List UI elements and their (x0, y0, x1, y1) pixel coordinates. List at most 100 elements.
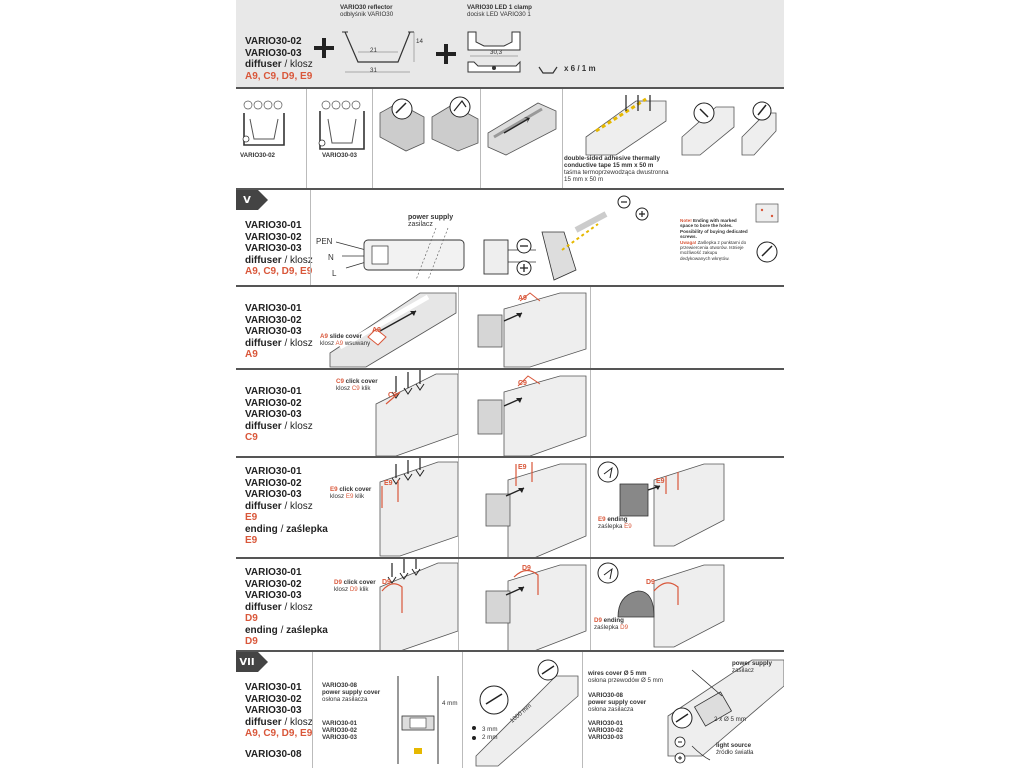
reflector-drawing (342, 31, 415, 73)
ps-caption: power supply zasilacz (408, 214, 453, 228)
ps-cover-title: power supply cover (322, 689, 381, 696)
e9-caption: E9 click cover klosz E9 klik (330, 486, 371, 500)
zaslepka-text: zaślepka (286, 523, 328, 535)
divider (458, 287, 459, 368)
divider (458, 370, 459, 456)
divider (562, 89, 563, 188)
c9-label: VARIO30-01 VARIO30-02 VARIO30-03 diffuse… (245, 386, 313, 443)
label-line: VARIO30-03 (245, 409, 302, 420)
divider (590, 287, 591, 368)
cover-code: C9 (336, 378, 344, 385)
dim-31: 31 (370, 67, 377, 74)
e9-tag: E9 (518, 464, 527, 471)
tape-title-line1: double-sided adhesive thermally (564, 155, 660, 162)
klosz-text: klosz (290, 254, 313, 266)
light-caption: light source źródło światła (716, 742, 754, 756)
tape-title-line2: conductive tape 15 mm x 50 m (564, 162, 654, 169)
divider (312, 652, 313, 768)
light-pl: źródło światła (716, 749, 754, 756)
row-d9: VARIO30-01 VARIO30-02 VARIO30-03 diffuse… (236, 559, 784, 652)
tape-step-3 (487, 102, 557, 156)
zaslepka-text: zaślepka (286, 624, 328, 636)
ps-cover-code: VARIO30-08 (322, 682, 357, 689)
c9-end-drawing (477, 375, 587, 456)
d9-tag: D9 (522, 565, 531, 572)
ending-pl: zaślepka (598, 523, 623, 530)
label-line: VARIO30-01 (245, 682, 302, 693)
clamp-subtitle: docisk LED VARIO30 1 (467, 11, 531, 18)
ending-code: D9 (594, 617, 602, 624)
ending-title: ending (607, 516, 628, 523)
e9-tag: E9 (384, 480, 393, 487)
cover-pl-2: klik (359, 586, 369, 593)
label-line: VARIO30-03 (245, 326, 302, 337)
ending-drill-icon (755, 203, 779, 263)
label-line: VARIO30-03 (245, 243, 302, 254)
dim-303: 30,3 (490, 49, 503, 56)
divider (310, 190, 311, 285)
profile-item: VARIO30-01 (322, 720, 357, 727)
ps-cover-title: power supply cover (588, 699, 647, 706)
cover-title: click cover (343, 579, 376, 586)
separator: / (284, 59, 288, 70)
note-box: Note! Ending with marked space to bore t… (680, 218, 748, 261)
label-line: VARIO30-02 (245, 314, 302, 326)
profile-02-label: VARIO30-02 (240, 152, 275, 159)
ps-subtitle: zasilacz (408, 221, 433, 228)
quantity-text: x 6 / 1 m (564, 64, 596, 73)
uwaga-text: Zaślepka z punktami do przewiercenia otw… (680, 239, 747, 261)
profile-item: VARIO30-01 (588, 720, 623, 727)
d9-end-drawing (485, 564, 587, 650)
variant-codes: A9, C9, D9, E9 (245, 70, 313, 82)
divider (458, 458, 459, 557)
cover-pl: klosz (330, 493, 345, 500)
wires-caption: wires cover Ø 5 mm osłona przewodów Ø 5 … (588, 670, 663, 684)
klosz-text: klosz (290, 601, 313, 613)
dim-2mm: 2 mm (482, 734, 498, 741)
label-line: VARIO30-01 (245, 303, 302, 314)
row-components: VARIO30-02 VARIO30-03 diffuser / klosz A… (236, 0, 784, 89)
wires-pl: osłona przewodów Ø 5 mm (588, 677, 663, 684)
divider (306, 89, 307, 188)
ps-cover-pl: osłona zasilacza (588, 706, 634, 713)
step-number: VII (236, 652, 268, 672)
profile-item: VARIO30-03 (322, 734, 357, 741)
d9-label: VARIO30-01 VARIO30-02 VARIO30-03 diffuse… (245, 567, 328, 647)
a9-slide-drawing (329, 292, 457, 368)
ending-code: D9 (620, 624, 629, 631)
roman-text: VII (239, 656, 255, 668)
ending-text: ending (245, 523, 278, 535)
e9-ending-drawing (597, 461, 725, 547)
profile-item: VARIO30-03 (588, 734, 623, 741)
note-title: Note! (680, 218, 692, 223)
row-e9: VARIO30-01 VARIO30-02 VARIO30-03 diffuse… (236, 458, 784, 559)
klosz-text: klosz (290, 716, 313, 728)
cover-pl: klosz (334, 586, 349, 593)
ending-code: E9 (598, 516, 606, 523)
label-line: VARIO30-01 (245, 386, 302, 397)
ps-title: power supply (408, 214, 454, 221)
label-line: VARIO30-02 (245, 397, 302, 409)
cover-code: D9 (334, 579, 342, 586)
row-c9: VARIO30-01 VARIO30-02 VARIO30-03 diffuse… (236, 370, 784, 458)
cover-code: A9 (335, 340, 344, 347)
tape-pl-line1: taśma termoprzewodząca dwustronna (564, 169, 669, 176)
row-tape: VARIO30-02 VARIO30-03 (236, 89, 784, 190)
profile-02-section (242, 100, 285, 146)
row-a9: VARIO30-01 VARIO30-02 VARIO30-03 diffuse… (236, 287, 784, 370)
label-line: VARIO30-03 (245, 489, 302, 500)
e9-tag: E9 (656, 478, 665, 485)
uwaga-title: Uwaga! (680, 239, 697, 245)
clamp-drawing (467, 31, 521, 73)
e9-label: VARIO30-01 VARIO30-02 VARIO30-03 diffuse… (245, 466, 328, 546)
klosz-text: klosz (290, 59, 313, 70)
label-line: VARIO30-02 (245, 477, 302, 489)
divider (590, 559, 591, 650)
variant-codes: A9, C9, D9, E9 (245, 266, 313, 277)
divider (590, 458, 591, 557)
plus-minus-icons (617, 195, 649, 221)
tape-pl-line2: 15 mm x 50 m (564, 176, 604, 183)
row-wiring: V VARIO30-01 VARIO30-02 VARIO30-03 diffu… (236, 190, 784, 287)
a9-label: VARIO30-01 VARIO30-02 VARIO30-03 diffuse… (245, 303, 313, 360)
c9-click-drawing (375, 370, 459, 456)
